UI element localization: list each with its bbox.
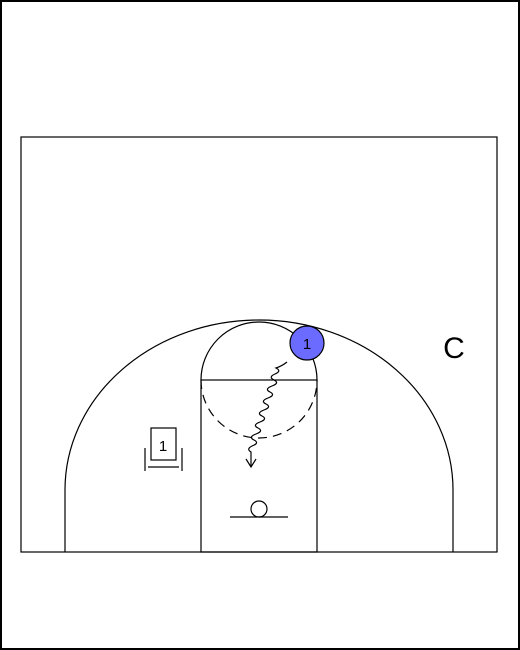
dribble-path <box>248 361 288 466</box>
basket-rim <box>250 500 268 518</box>
arrow-head-icon <box>245 458 257 469</box>
free-throw-lane <box>200 379 318 553</box>
court-boundary <box>20 136 498 553</box>
offense-player-label: 1 <box>303 336 311 353</box>
free-throw-circle-bottom <box>200 379 318 439</box>
offense-player-1: 1 <box>289 325 325 361</box>
defense-player-1: 1 <box>144 427 183 471</box>
offense-player-circle <box>289 325 325 361</box>
coach-label: C <box>443 332 465 365</box>
defense-player-box <box>150 427 177 461</box>
three-point-line <box>64 319 454 552</box>
defense-player-label: 1 <box>159 438 167 455</box>
